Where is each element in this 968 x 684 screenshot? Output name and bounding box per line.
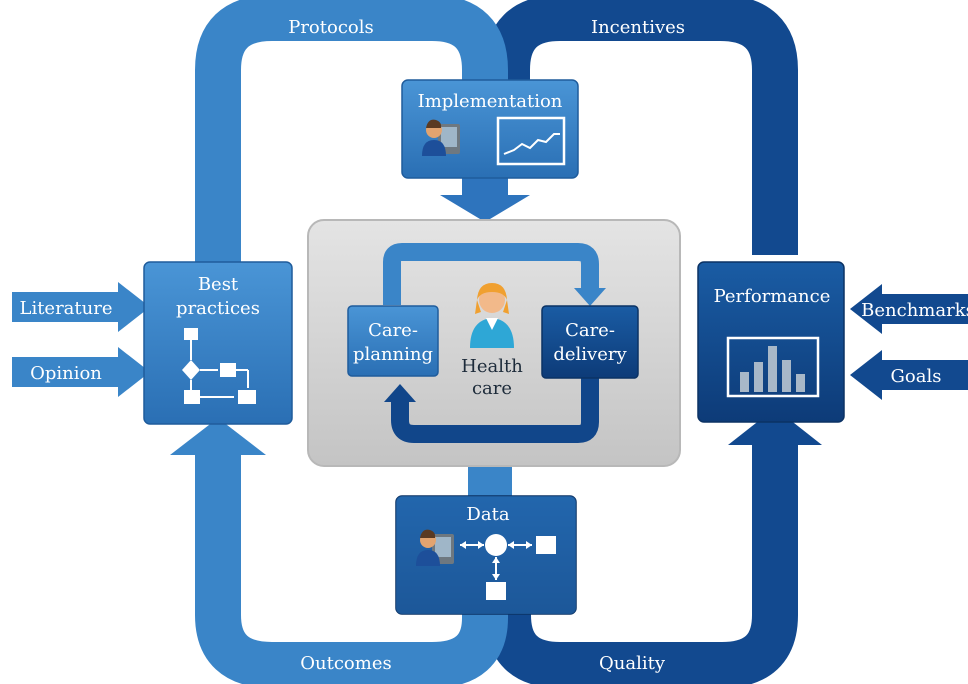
health-care-line1: Health bbox=[461, 356, 523, 377]
care-planning-line1: Care- bbox=[368, 320, 418, 341]
outcomes-label: Outcomes bbox=[300, 653, 391, 674]
implementation-box: Implementation bbox=[401, 79, 579, 179]
arrow-up-to-performance bbox=[728, 408, 822, 445]
care-delivery-box: Care- delivery bbox=[541, 305, 639, 379]
bar-chart-icon bbox=[726, 336, 820, 398]
best-practices-box: Best practices bbox=[143, 261, 293, 425]
flowchart-icon bbox=[182, 328, 256, 404]
opinion-label: Opinion bbox=[30, 363, 102, 384]
best-practices-line2: practices bbox=[176, 298, 260, 319]
inner-cycle-bottom-arrow bbox=[391, 378, 599, 443]
user-at-computer-icon bbox=[422, 119, 460, 156]
nurse-icon bbox=[470, 283, 514, 348]
data-flow-icon bbox=[460, 534, 556, 600]
care-planning-box: Care- planning bbox=[347, 305, 439, 377]
health-care-line2: care bbox=[472, 378, 512, 399]
protocols-label: Protocols bbox=[288, 17, 374, 38]
input-literature-arrow: Literature bbox=[12, 282, 150, 332]
incentives-label: Incentives bbox=[591, 17, 685, 38]
health-care-panel: Care- planning Care- delivery Health car… bbox=[307, 219, 681, 467]
input-goals-arrow: Goals bbox=[850, 350, 968, 400]
data-label: Data bbox=[466, 504, 509, 525]
incentives-quality-loop bbox=[484, 0, 822, 684]
input-benchmarks-arrow: Benchmarks bbox=[850, 284, 968, 334]
goals-label: Goals bbox=[891, 366, 942, 387]
user-at-computer-icon bbox=[416, 529, 454, 566]
care-planning-line2: planning bbox=[353, 344, 433, 365]
arrow-down-from-implementation bbox=[440, 178, 530, 222]
input-opinion-arrow: Opinion bbox=[12, 347, 150, 397]
inner-cycle-top-arrow bbox=[383, 243, 599, 305]
connector-center-to-data bbox=[468, 462, 512, 498]
performance-box: Performance bbox=[697, 261, 845, 423]
performance-label: Performance bbox=[714, 286, 831, 307]
data-box: Data bbox=[395, 495, 577, 615]
protocols-outcomes-loop bbox=[170, 0, 508, 684]
benchmarks-label: Benchmarks bbox=[861, 300, 968, 321]
implementation-label: Implementation bbox=[418, 91, 563, 112]
literature-label: Literature bbox=[19, 298, 112, 319]
arrow-up-to-best-practices bbox=[170, 418, 266, 455]
care-delivery-line1: Care- bbox=[565, 320, 615, 341]
quality-label: Quality bbox=[599, 653, 666, 674]
best-practices-line1: Best bbox=[198, 274, 239, 295]
care-delivery-line2: delivery bbox=[553, 344, 627, 365]
line-chart-icon bbox=[496, 116, 566, 166]
